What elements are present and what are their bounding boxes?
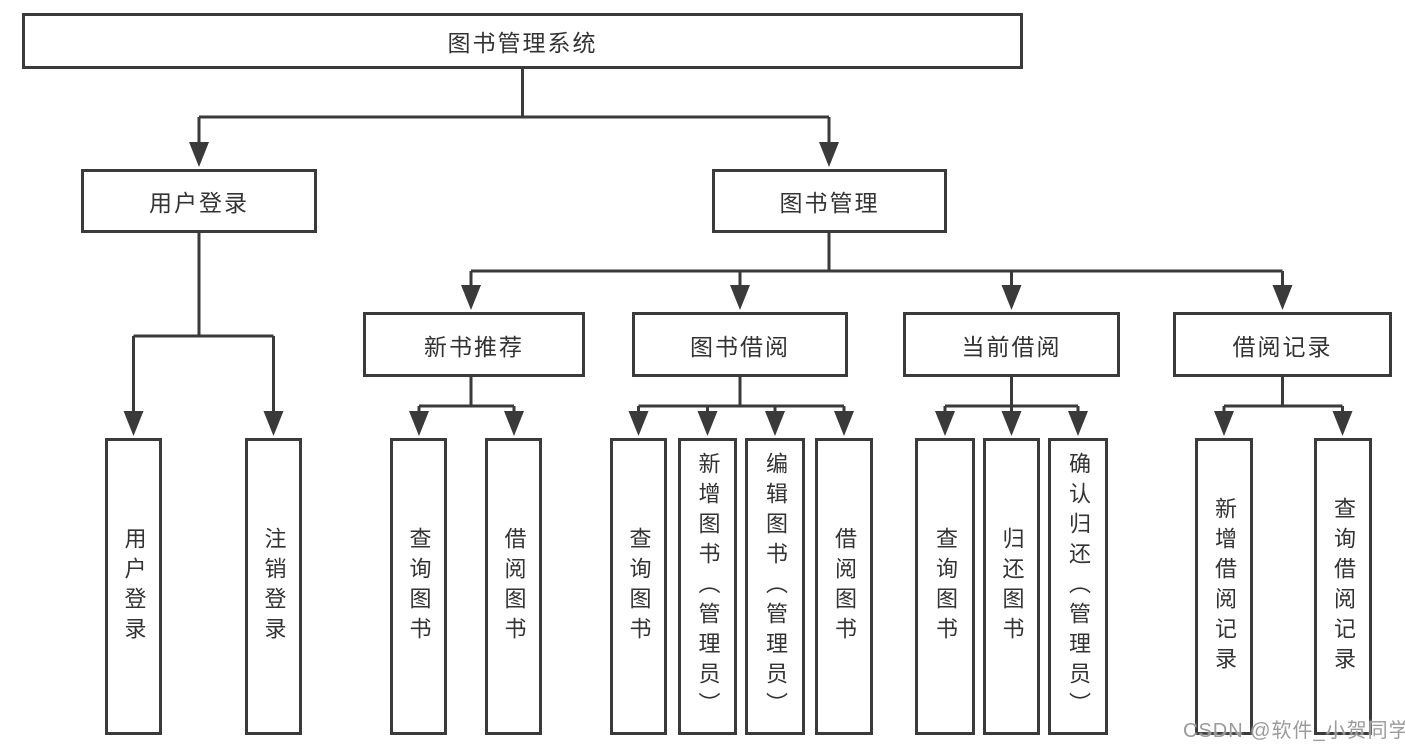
- node-current-query-book: 查询图书: [915, 438, 975, 735]
- node-borrow-borrow-book: 借阅图书: [815, 438, 873, 735]
- node-borrow-edit-book-admin: 编辑图书（管理员）: [745, 438, 805, 735]
- node-library-management-system: 图书管理系统: [22, 13, 1023, 69]
- node-current-confirm-return-admin: 确认归还（管理员）: [1048, 438, 1108, 735]
- node-rec-query-book: 查询图书: [390, 438, 447, 735]
- node-borrow-query-book: 查询图书: [610, 438, 667, 735]
- node-user-login: 用户登录: [81, 169, 317, 233]
- node-records-add-borrow-record: 新增借阅记录: [1195, 438, 1253, 735]
- node-book-borrowing: 图书借阅: [632, 312, 848, 377]
- node-current-borrowing: 当前借阅: [903, 312, 1120, 377]
- node-borrowing-records: 借阅记录: [1173, 312, 1392, 377]
- node-book-management: 图书管理: [712, 169, 947, 233]
- csdn-watermark: CSDN @软件_小贺同学: [1183, 720, 1405, 742]
- arrowheads: [123, 142, 1353, 436]
- node-borrow-add-book-admin: 新增图书（管理员）: [678, 438, 737, 735]
- node-current-return-book: 归还图书: [983, 438, 1040, 735]
- node-records-query-borrow-record: 查询借阅记录: [1314, 438, 1372, 735]
- node-leaf-user-login: 用户登录: [105, 438, 162, 735]
- node-new-book-recommendation: 新书推荐: [363, 312, 585, 377]
- node-rec-borrow-book: 借阅图书: [485, 438, 542, 735]
- node-leaf-logout: 注销登录: [245, 438, 302, 735]
